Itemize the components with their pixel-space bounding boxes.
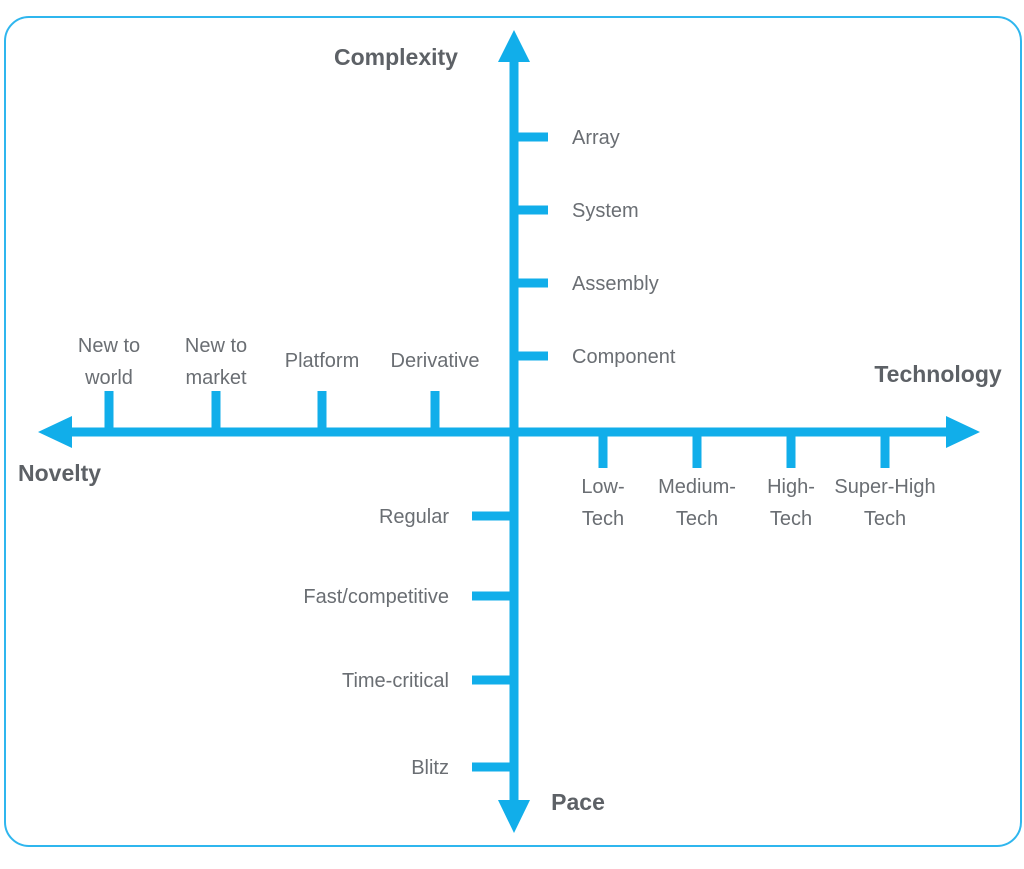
technology-tick-label: Tech	[676, 508, 718, 530]
novelty-tick-label: market	[185, 367, 247, 389]
novelty-tick-label: New to	[78, 335, 140, 357]
technology-tick-label: High-	[767, 476, 815, 498]
complexity-tick-label: Array	[572, 127, 620, 149]
novelty-arrow-head	[38, 416, 72, 448]
complexity-tick-label: System	[572, 200, 639, 222]
technology-tick-label: Low-	[581, 476, 624, 498]
technology-axis-title: Technology	[874, 361, 1002, 387]
pace-axis-title: Pace	[551, 789, 605, 815]
pace-arrow-head	[498, 800, 530, 833]
novelty-tick-label: Platform	[285, 350, 359, 372]
technology-tick-label: Tech	[582, 508, 624, 530]
novelty-tick-label: world	[84, 367, 133, 389]
pace-tick-label: Fast/competitive	[303, 586, 449, 608]
complexity-axis-title: Complexity	[334, 44, 458, 70]
pace-tick-label: Regular	[379, 506, 449, 528]
complexity-tick-label: Component	[572, 346, 676, 368]
technology-tick-label: Tech	[864, 508, 906, 530]
pace-ticks: RegularFast/competitiveTime-criticalBlit…	[303, 506, 514, 779]
novelty-axis-title: Novelty	[18, 460, 101, 486]
technology-ticks: Low- Tech Medium- Tech High- Tech Super-HighTe…	[581, 432, 936, 530]
novelty-tick-label: Derivative	[391, 350, 480, 372]
diagram-border	[4, 16, 1022, 847]
complexity-tick-label: Assembly	[572, 273, 659, 295]
technology-arrow-head	[946, 416, 980, 448]
pace-tick-label: Time-critical	[342, 670, 449, 692]
technology-tick-label: Medium-	[658, 476, 736, 498]
complexity-arrow-head	[498, 30, 530, 62]
technology-tick-label: Super-High	[834, 476, 935, 498]
novelty-ticks: Derivative Platform New to market New to worl…	[78, 335, 480, 432]
novelty-tick-label: New to	[185, 335, 247, 357]
technology-tick-label: Tech	[770, 508, 812, 530]
complexity-ticks: Component Assembly System Array	[514, 127, 676, 368]
pace-tick-label: Blitz	[411, 757, 449, 779]
